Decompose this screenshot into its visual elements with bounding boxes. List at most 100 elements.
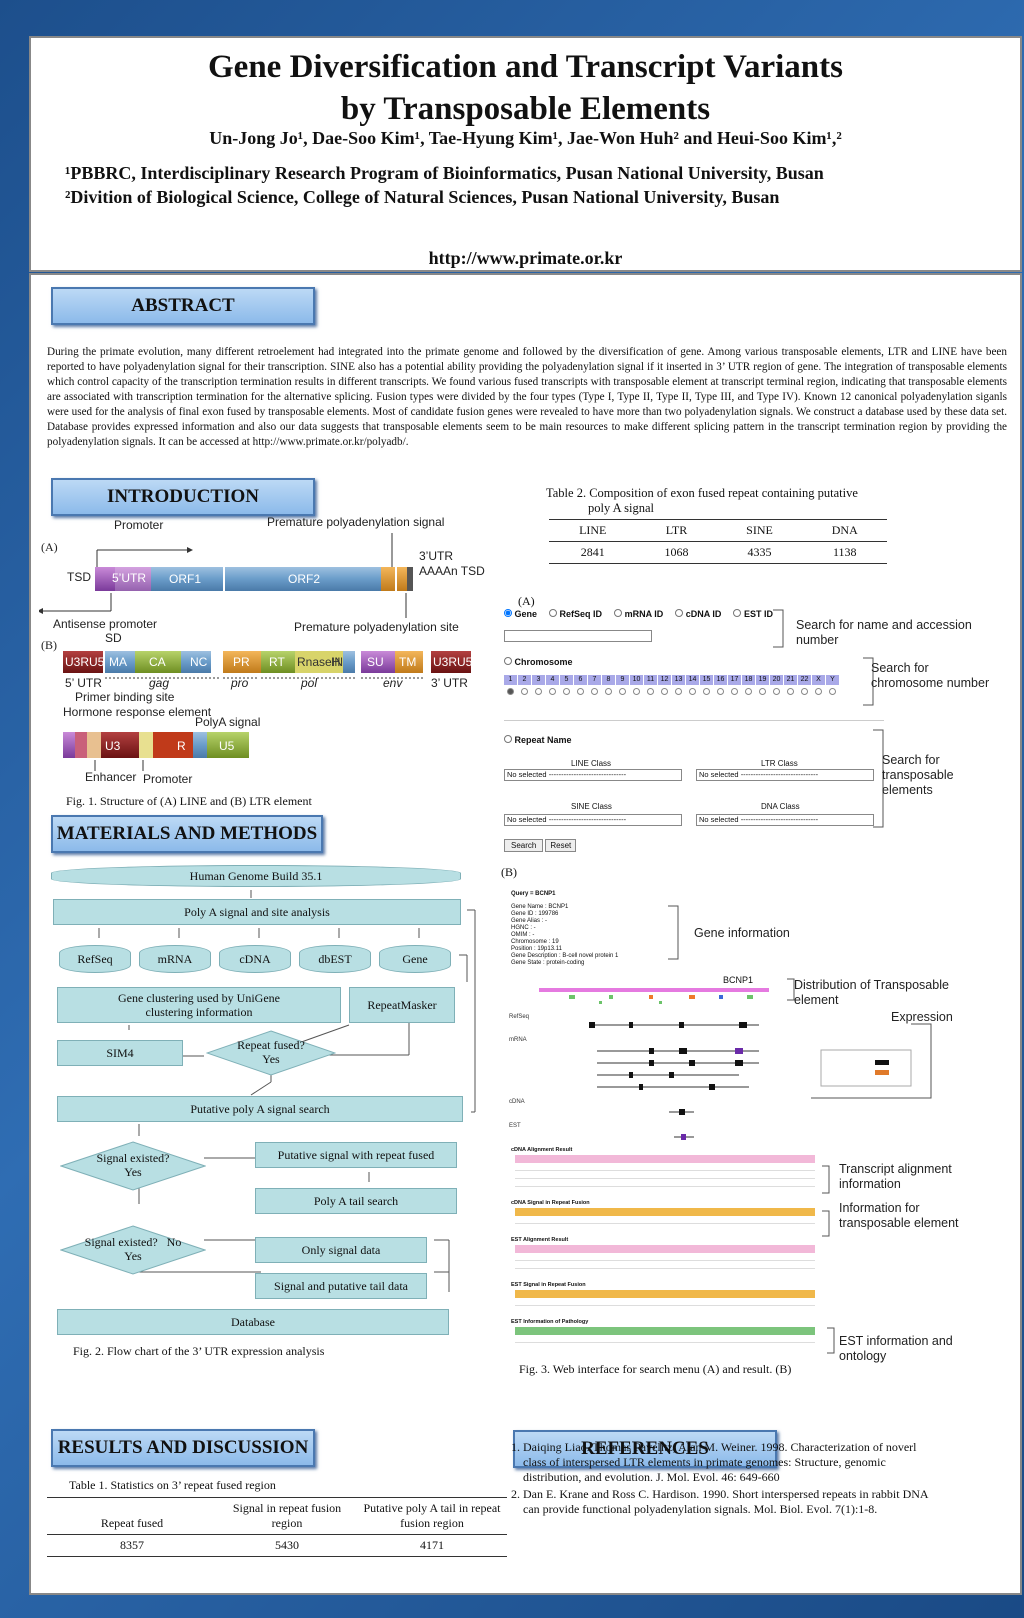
chromosome-radio[interactable]	[661, 688, 668, 695]
chromosome-radio[interactable]	[507, 688, 514, 695]
radio-est-input[interactable]	[733, 609, 742, 617]
website-url[interactable]: http://www.primate.or.kr	[428, 248, 623, 268]
bracket-gene	[668, 905, 679, 960]
radio-repeat-name[interactable]: Repeat Name	[504, 735, 572, 745]
dna-class-select[interactable]: No selected ----------------------------…	[696, 814, 874, 826]
title-line-1: Gene Diversification and Transcript Vari…	[208, 49, 843, 85]
radio-refseq[interactable]: RefSeq ID	[549, 609, 602, 619]
chromosome-radio[interactable]	[535, 688, 542, 695]
chromosome-radio[interactable]	[703, 688, 710, 695]
radio-est-label: EST ID	[743, 609, 773, 619]
radio-chromosome[interactable]: Chromosome	[504, 657, 573, 667]
search-button[interactable]: Search	[504, 839, 544, 852]
chromosome-cell[interactable]: 3	[532, 675, 546, 685]
chromosome-cell[interactable]: 14	[686, 675, 700, 685]
chromosome-cell[interactable]: 4	[546, 675, 560, 685]
flow-yes-label: Yes	[124, 1249, 142, 1263]
chromosome-radio[interactable]	[675, 688, 682, 695]
result-section-title: EST Information of Pathology	[511, 1319, 589, 1325]
gene-info-line: HGNC : -	[511, 925, 536, 931]
chromosome-radio[interactable]	[829, 688, 836, 695]
chromosome-radio[interactable]	[689, 688, 696, 695]
line-class-select[interactable]: No selected ----------------------------…	[504, 769, 682, 781]
chromosome-radio[interactable]	[731, 688, 738, 695]
table1-caption: Table 1. Statistics on 3’ repeat fused r…	[69, 1478, 276, 1492]
chromosome-radio[interactable]	[745, 688, 752, 695]
radio-est[interactable]: EST ID	[733, 609, 773, 619]
fig1-pbs: Primer binding site	[75, 690, 175, 704]
flow-yes-label: Yes	[124, 1165, 142, 1179]
chromosome-radio[interactable]	[801, 688, 808, 695]
poster-title: Gene Diversification and Transcript Vari…	[31, 46, 1020, 130]
poster-header: Gene Diversification and Transcript Vari…	[29, 36, 1022, 272]
result-table-row	[515, 1262, 815, 1269]
chromosome-radio[interactable]	[605, 688, 612, 695]
chromosome-cell[interactable]: 22	[798, 675, 812, 685]
fig1-hre: Hormone response element	[63, 705, 212, 719]
chromosome-cell[interactable]: 2	[518, 675, 532, 685]
anno-search-chrom: Search for chromosome number	[871, 661, 990, 690]
ltr-class-select[interactable]: No selected ----------------------------…	[696, 769, 874, 781]
result-table-header	[515, 1245, 815, 1253]
chromosome-cell[interactable]: 16	[714, 675, 728, 685]
radio-gene-input[interactable]	[504, 609, 512, 617]
radio-refseq-input[interactable]	[549, 609, 558, 617]
sine-class-select[interactable]: No selected ----------------------------…	[504, 814, 682, 826]
chromosome-cell[interactable]: 13	[672, 675, 686, 685]
reference-item: 2. Dan E. Krane and Ross C. Hardison. 19…	[511, 1487, 928, 1516]
chromosome-cell[interactable]: 11	[644, 675, 658, 685]
chromosome-radio[interactable]	[647, 688, 654, 695]
chromosome-cell[interactable]: 17	[728, 675, 742, 685]
chromosome-cell[interactable]: 12	[658, 675, 672, 685]
fig1-aaaan: AAAAn TSD	[419, 564, 485, 578]
chromosome-radio[interactable]	[759, 688, 766, 695]
chromosome-cell[interactable]: 9	[616, 675, 630, 685]
chromosome-cell[interactable]: 1	[504, 675, 518, 685]
chromosome-radio[interactable]	[563, 688, 570, 695]
chromosome-cell[interactable]: 15	[700, 675, 714, 685]
track-label: RefSeq	[509, 1014, 529, 1020]
chromosome-radio[interactable]	[773, 688, 780, 695]
table1-header: Repeat fused	[100, 1516, 164, 1530]
chromosome-cell[interactable]: 8	[602, 675, 616, 685]
chromosome-radio[interactable]	[633, 688, 640, 695]
bracket-transcript	[822, 1165, 830, 1194]
table2-caption-line-2: poly A signal	[588, 501, 654, 515]
chromosome-cell[interactable]: 20	[770, 675, 784, 685]
chromosome-cell[interactable]: Y	[826, 675, 840, 685]
bracket-chrom	[863, 657, 874, 706]
query-text: Query = BCNP1	[511, 891, 556, 897]
chromosome-radio[interactable]	[717, 688, 724, 695]
flow-clustering: Gene clustering used by UniGene clusteri…	[57, 987, 341, 1023]
chromosome-cell[interactable]: 10	[630, 675, 644, 685]
chromosome-radio[interactable]	[815, 688, 822, 695]
radio-chromosome-input[interactable]	[504, 657, 512, 665]
chromosome-cell[interactable]: 7	[588, 675, 602, 685]
chromosome-cell[interactable]: 5	[560, 675, 574, 685]
anno-search-name: Search for name and accession number	[796, 618, 972, 647]
search-input[interactable]	[504, 630, 652, 642]
chromosome-radio[interactable]	[521, 688, 528, 695]
chromosome-radio[interactable]	[577, 688, 584, 695]
radio-mrna[interactable]: mRNA ID	[614, 609, 663, 619]
chromosome-cell[interactable]: 6	[574, 675, 588, 685]
radio-gene[interactable]: Gene	[504, 609, 537, 619]
fig1-antisense: Antisense promoter	[53, 617, 157, 631]
anno-te-info: Information for transposable element	[839, 1201, 959, 1230]
te-distribution-track	[539, 988, 769, 1004]
chromosome-radio[interactable]	[591, 688, 598, 695]
reset-button[interactable]: Reset	[545, 839, 577, 852]
chromosome-cell[interactable]: 21	[784, 675, 798, 685]
genome-browser-tracks: RefSeq mRNA cDNA EST	[509, 988, 769, 1140]
chromosome-cell[interactable]: 18	[742, 675, 756, 685]
chromosome-radio[interactable]	[787, 688, 794, 695]
radio-cdna[interactable]: cDNA ID	[675, 609, 721, 619]
fig1-enhancer: Enhancer	[85, 770, 136, 784]
radio-mrna-input[interactable]	[614, 609, 623, 617]
chromosome-radio[interactable]	[549, 688, 556, 695]
radio-cdna-input[interactable]	[675, 609, 684, 617]
chromosome-radio[interactable]	[619, 688, 626, 695]
radio-repeat-input[interactable]	[504, 735, 512, 743]
chromosome-cell[interactable]: 19	[756, 675, 770, 685]
chromosome-cell[interactable]: X	[812, 675, 826, 685]
